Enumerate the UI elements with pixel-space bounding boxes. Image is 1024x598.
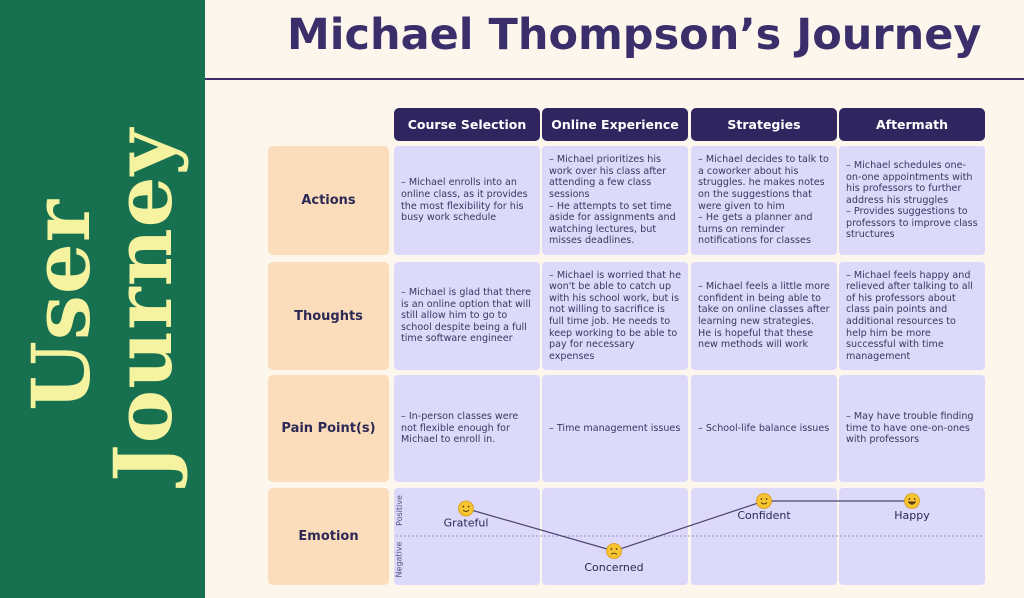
cell-emotion-strategies: [691, 488, 837, 585]
row-header-thoughts: Thoughts: [268, 262, 389, 370]
cell-emotion-online-experience: [542, 488, 688, 585]
header: Michael Thompson’s Journey: [205, 0, 1024, 80]
cell-text: – May have trouble finding time to have …: [846, 411, 974, 446]
sidebar: User Journey: [0, 0, 205, 598]
cell-pain-strategies: – School-life balance issues: [691, 375, 837, 482]
side-title-line-2: Journey: [96, 127, 190, 483]
cell-emotion-aftermath: [839, 488, 985, 585]
cell-text: – In-person classes were not flexible en…: [401, 411, 519, 446]
cell-thoughts-aftermath: – Michael feels happy and relieved after…: [839, 262, 985, 370]
cell-thoughts-online-experience: – Michael is worried that he won't be ab…: [542, 262, 688, 370]
side-title-line-1: User: [14, 199, 108, 411]
cell-thoughts-course-selection: – Michael is glad that there is an onlin…: [394, 262, 540, 370]
cell-actions-course-selection: – Michael enrolls into an online class, …: [394, 146, 540, 255]
cell-actions-online-experience: – Michael prioritizes his work over his …: [542, 146, 688, 255]
row-header-emotion: Emotion: [268, 488, 389, 585]
cell-emotion-course-selection: [394, 488, 540, 585]
cell-actions-strategies: – Michael decides to talk to a coworker …: [691, 146, 837, 255]
column-header-online-experience: Online Experience: [542, 108, 688, 141]
cell-actions-aftermath: – Michael schedules one-on-one appointme…: [839, 146, 985, 255]
cell-pain-aftermath: – May have trouble finding time to have …: [839, 375, 985, 482]
cell-text: – Michael feels a little more confident …: [698, 281, 830, 351]
axis-label-negative: Negative: [394, 541, 404, 578]
column-header-course-selection: Course Selection: [394, 108, 540, 141]
side-title: User Journey: [14, 127, 190, 483]
cell-text: – Michael enrolls into an online class, …: [401, 177, 528, 224]
cell-text: – Michael prioritizes his work over his …: [549, 154, 676, 247]
cell-text: – School-life balance issues: [698, 422, 830, 434]
cell-text: – Michael schedules one-on-one appointme…: [846, 159, 978, 241]
row-header-pain-points: Pain Point(s): [268, 375, 389, 482]
column-header-aftermath: Aftermath: [839, 108, 985, 141]
page-title: Michael Thompson’s Journey: [287, 10, 982, 60]
axis-label-positive: Positive: [394, 495, 404, 526]
cell-text: – Michael is glad that there is an onlin…: [401, 287, 532, 345]
cell-text: – Michael decides to talk to a coworker …: [698, 154, 829, 247]
row-header-actions: Actions: [268, 146, 389, 255]
column-header-strategies: Strategies: [691, 108, 837, 141]
cell-thoughts-strategies: – Michael feels a little more confident …: [691, 262, 837, 370]
cell-text: – Michael is worried that he won't be ab…: [549, 269, 682, 362]
cell-pain-course-selection: – In-person classes were not flexible en…: [394, 375, 540, 482]
cell-pain-online-experience: – Time management issues: [542, 375, 688, 482]
cell-text: – Michael feels happy and relieved after…: [846, 269, 973, 362]
cell-text: – Time management issues: [549, 422, 681, 434]
